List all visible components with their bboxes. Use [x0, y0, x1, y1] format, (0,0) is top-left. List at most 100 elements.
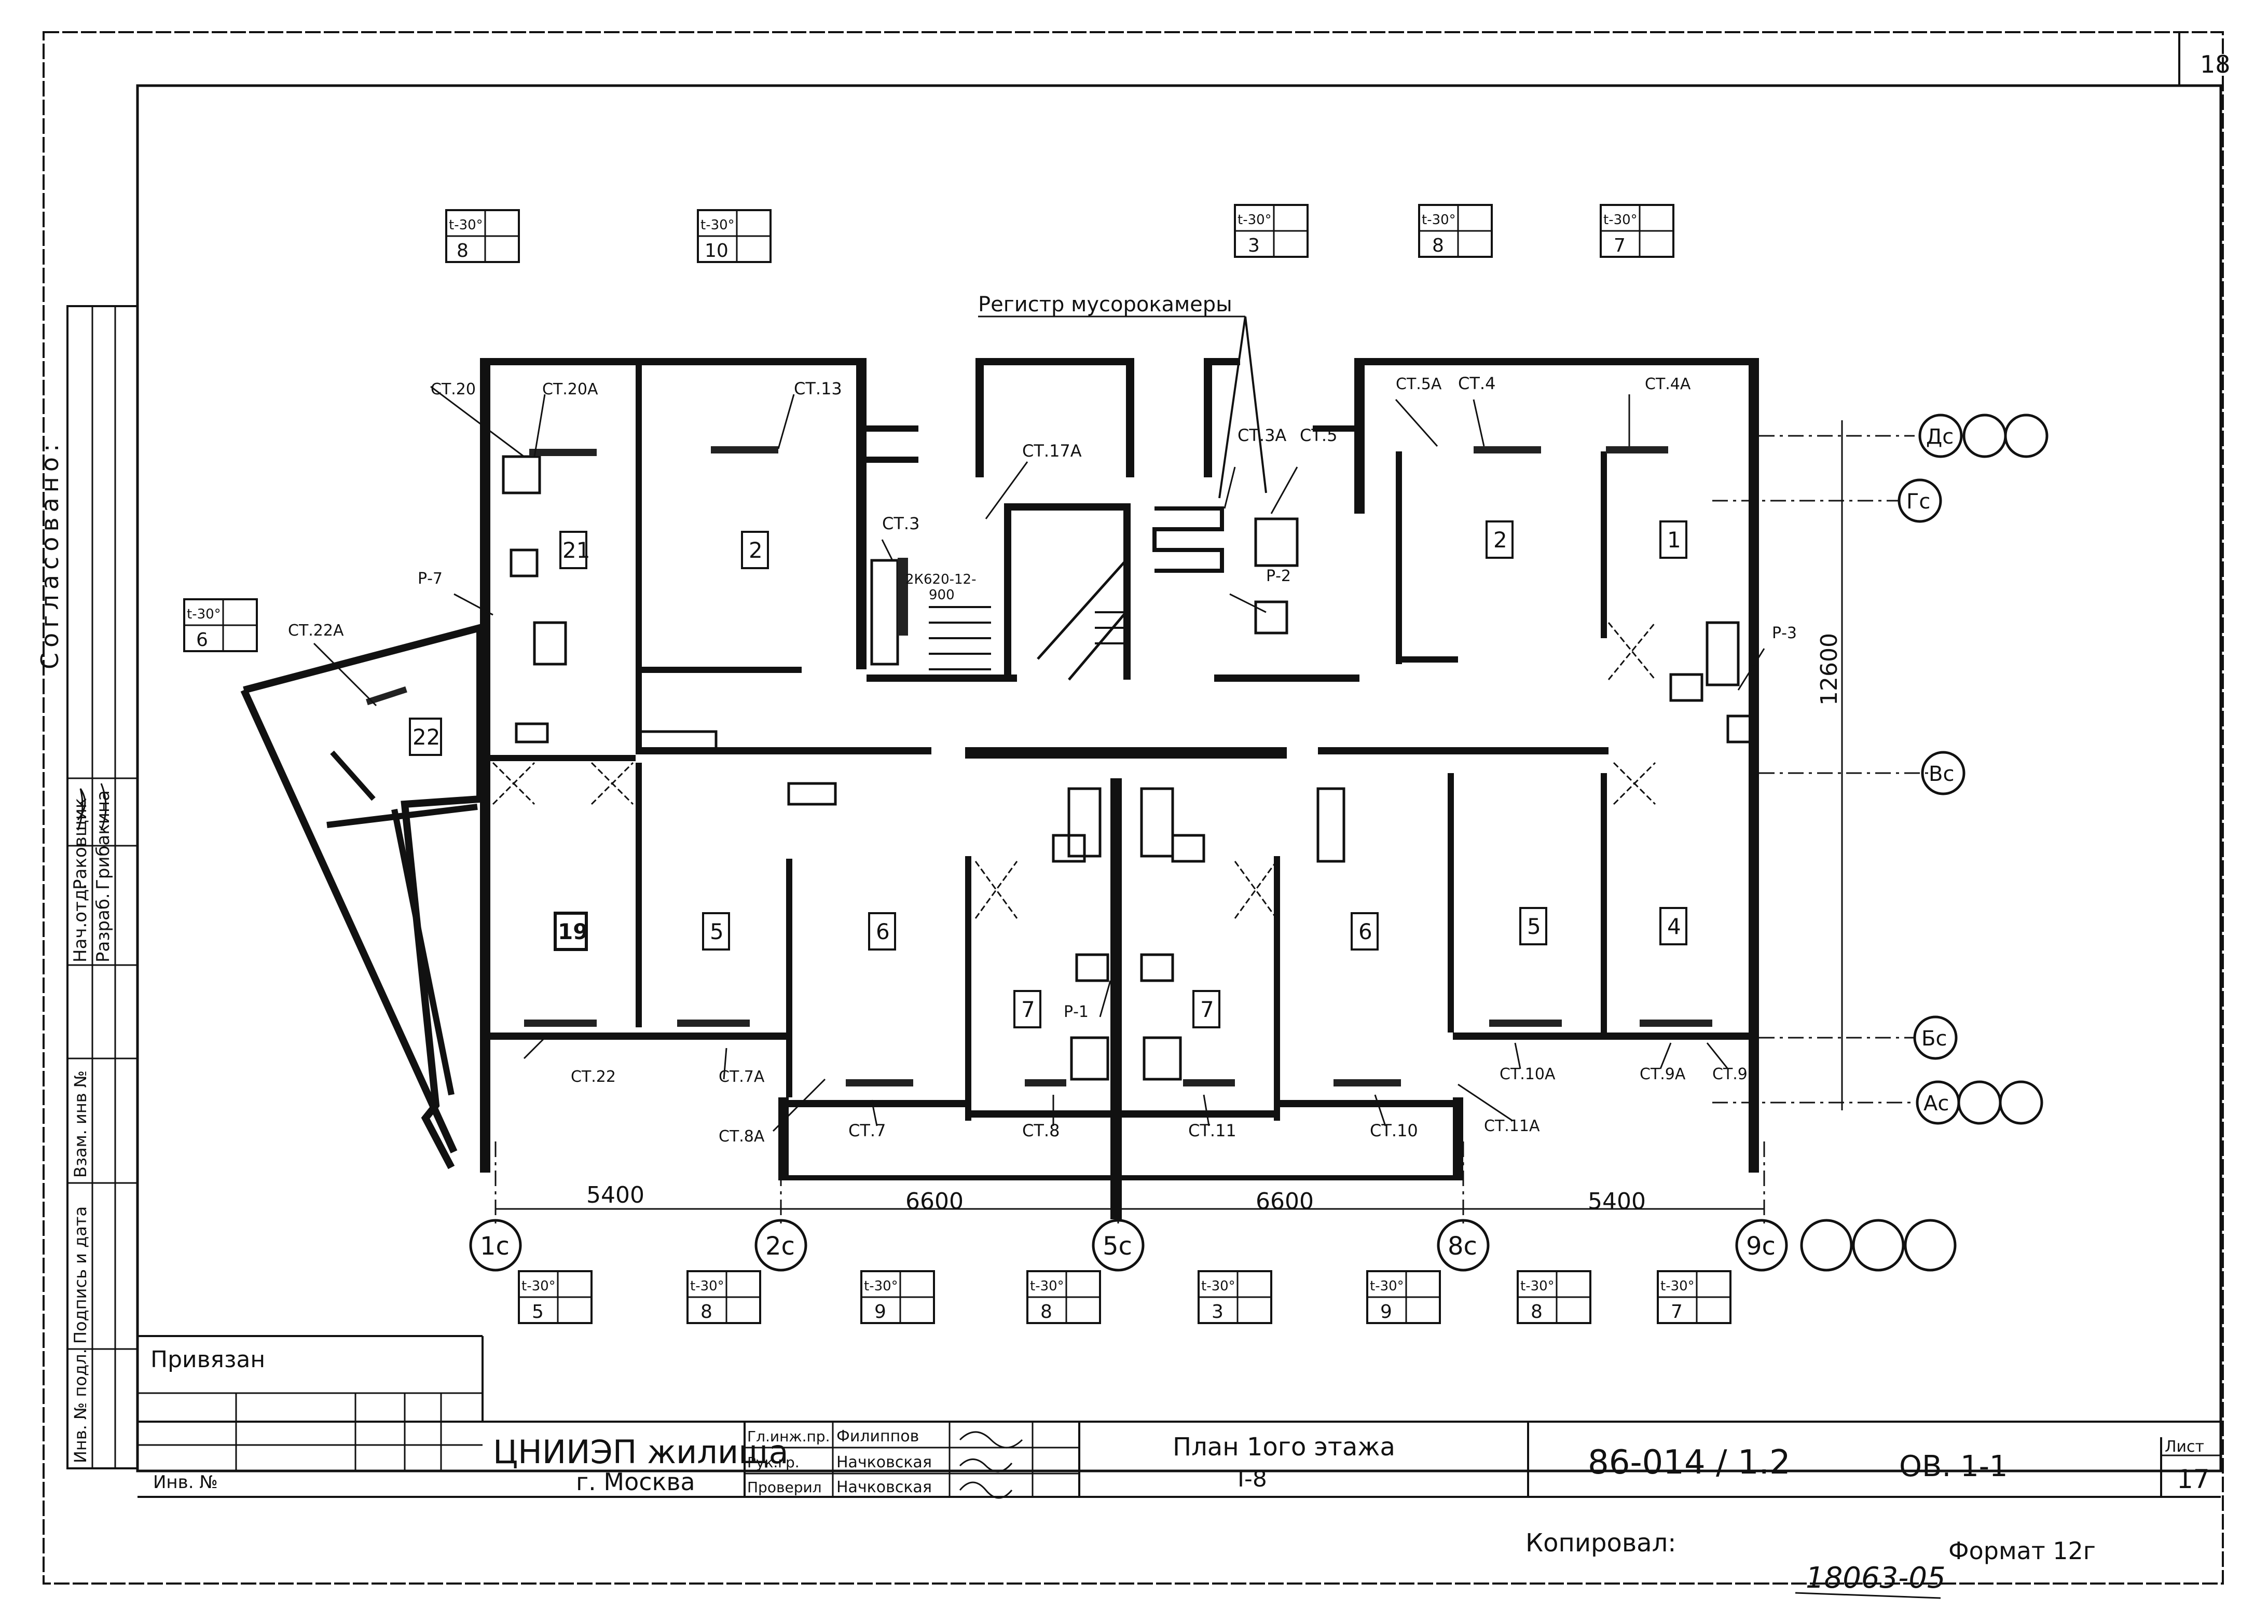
- archive-number: 18063-05: [1806, 1561, 1946, 1595]
- marker-bottom-3-temp: t-30°: [864, 1278, 898, 1294]
- axis-dc: Дс: [1926, 425, 1954, 449]
- riser-st9: СТ.9: [1712, 1065, 1748, 1083]
- axis-bc: Бс: [1921, 1027, 1947, 1051]
- room-5-left: 5: [710, 919, 724, 944]
- marker-top-5-temp: t-30°: [1603, 212, 1638, 228]
- organization-city: г. Москва: [576, 1468, 695, 1496]
- drawing-title: План 1ого этажа: [1173, 1433, 1395, 1462]
- riser-st13: СТ.13: [794, 379, 842, 398]
- dim-span-2: 6600: [905, 1188, 964, 1215]
- door-swings: [492, 622, 1656, 919]
- axis-5c: 5с: [1103, 1232, 1132, 1261]
- riser-st22a: СТ.22А: [288, 622, 344, 640]
- room-22: 22: [413, 724, 440, 750]
- axis-1c: 1с: [480, 1232, 510, 1261]
- marker-top-3-num: 3: [1248, 235, 1260, 256]
- register-label: Регистр мусорокамеры: [978, 293, 1232, 316]
- riser-r3: Р-3: [1772, 624, 1797, 642]
- room-7-left: 7: [1021, 997, 1035, 1022]
- inv-no-label: Инв. №: [153, 1472, 218, 1493]
- marker-top-4-num: 8: [1432, 235, 1444, 256]
- marker-bottom-2-temp: t-30°: [690, 1278, 724, 1294]
- name-chief-engineer: Филиппов: [836, 1427, 919, 1446]
- role-chief-engineer: Гл.инж.пр.: [747, 1428, 830, 1445]
- riser-r7: Р-7: [418, 570, 443, 588]
- riser-st4a: СТ.4А: [1645, 375, 1691, 393]
- side-panel: [66, 305, 139, 1469]
- marker-top-2-temp: t-30°: [700, 217, 735, 233]
- room-4: 4: [1667, 914, 1681, 939]
- room-6-left: 6: [876, 919, 890, 944]
- title-block-signatures: [959, 1431, 1023, 1499]
- riser-st17a: СТ.17А: [1022, 441, 1082, 461]
- name-checker: Начковская: [836, 1478, 932, 1496]
- riser-st3a: СТ.3А: [1238, 425, 1286, 445]
- riser-st8: СТ.8: [1022, 1121, 1060, 1140]
- organization-name: ЦНИИЭП жилища: [493, 1433, 789, 1471]
- riser-st3: СТ.3: [882, 514, 919, 533]
- axis-8c: 8с: [1448, 1232, 1477, 1261]
- marker-bottom-8-num: 7: [1671, 1301, 1683, 1323]
- corner-number: 18: [2200, 50, 2231, 78]
- garbage-register-coil: [1152, 506, 1224, 573]
- room-number-boxes: [409, 520, 1687, 1028]
- riser-st20a: СТ.20А: [542, 380, 598, 398]
- marker-left-1-num: 6: [196, 629, 208, 651]
- razrab-label: Разраб.: [93, 893, 114, 962]
- marker-top-4-temp: t-30°: [1422, 212, 1456, 228]
- radiator-note-1: 2К620-12-: [905, 572, 976, 587]
- riser-st11a: СТ.11А: [1484, 1117, 1540, 1135]
- riser-st22: СТ.22: [571, 1068, 616, 1086]
- marker-bottom-2-num: 8: [700, 1301, 712, 1323]
- riser-st4: СТ.4: [1458, 374, 1495, 393]
- room-5-right: 5: [1527, 914, 1541, 939]
- bound-label: Привязан: [150, 1346, 265, 1373]
- riser-st7: СТ.7: [848, 1121, 886, 1140]
- room-1: 1: [1667, 527, 1681, 553]
- stair-flights: [929, 559, 1127, 681]
- room-7-right: 7: [1200, 997, 1214, 1022]
- marker-bottom-6-num: 9: [1380, 1301, 1392, 1323]
- markers-top: [445, 204, 1674, 263]
- riser-r2: Р-2: [1266, 567, 1291, 585]
- marker-bottom-7-temp: t-30°: [1520, 1278, 1555, 1294]
- riser-st10a: СТ.10А: [1500, 1065, 1556, 1083]
- name-group-head: Начковская: [836, 1453, 932, 1471]
- room-6-right: 6: [1358, 919, 1372, 944]
- floor-plan-walls: [480, 358, 1759, 1219]
- riser-st5a: СТ.5А: [1396, 375, 1442, 393]
- room-21: 21: [562, 538, 590, 563]
- dim-span-4: 5400: [1588, 1188, 1646, 1215]
- marker-bottom-4-num: 8: [1040, 1301, 1052, 1323]
- marker-top-1-num: 8: [457, 240, 469, 262]
- ov-code: ОВ. 1-1: [1899, 1450, 2008, 1483]
- marker-top-5-num: 7: [1614, 235, 1626, 256]
- vzam-inv-label: Взам. инв №: [71, 1070, 90, 1178]
- document-code: 86-014 / 1.2: [1588, 1443, 1791, 1482]
- axis-9c: 9с: [1746, 1232, 1776, 1261]
- marker-bottom-5-num: 3: [1212, 1301, 1224, 1323]
- axis-vc: Вс: [1929, 762, 1954, 786]
- sheet-label: Лист: [2165, 1438, 2204, 1456]
- dim-span-3: 6600: [1256, 1188, 1314, 1215]
- nach-otd-name: Раковщик: [70, 798, 91, 890]
- marker-bottom-1-num: 5: [532, 1301, 544, 1323]
- room-19: 19: [558, 919, 588, 944]
- razrab-name: Грибакина: [93, 790, 114, 890]
- marker-bottom-6-temp: t-30°: [1370, 1278, 1404, 1294]
- radiator-note-2: 900: [929, 587, 955, 603]
- axis-2c: 2с: [765, 1232, 795, 1261]
- markers-left: [183, 598, 258, 652]
- axis-ac: Ас: [1923, 1092, 1949, 1116]
- copied-label: Копировал:: [1525, 1529, 1676, 1558]
- riser-st7a: СТ.7А: [719, 1068, 765, 1086]
- dim-span-1: 5400: [586, 1182, 644, 1208]
- axis-bubbles-bottom: [469, 1219, 1957, 1272]
- role-checker: Проверил: [747, 1479, 822, 1496]
- marker-left-1-temp: t-30°: [187, 607, 221, 622]
- markers-bottom: [518, 1270, 1731, 1324]
- riser-r1: Р-1: [1064, 1003, 1089, 1021]
- marker-bottom-3-num: 9: [874, 1301, 886, 1323]
- riser-st11: СТ.11: [1188, 1121, 1236, 1140]
- sheet-frame: [43, 31, 2224, 1585]
